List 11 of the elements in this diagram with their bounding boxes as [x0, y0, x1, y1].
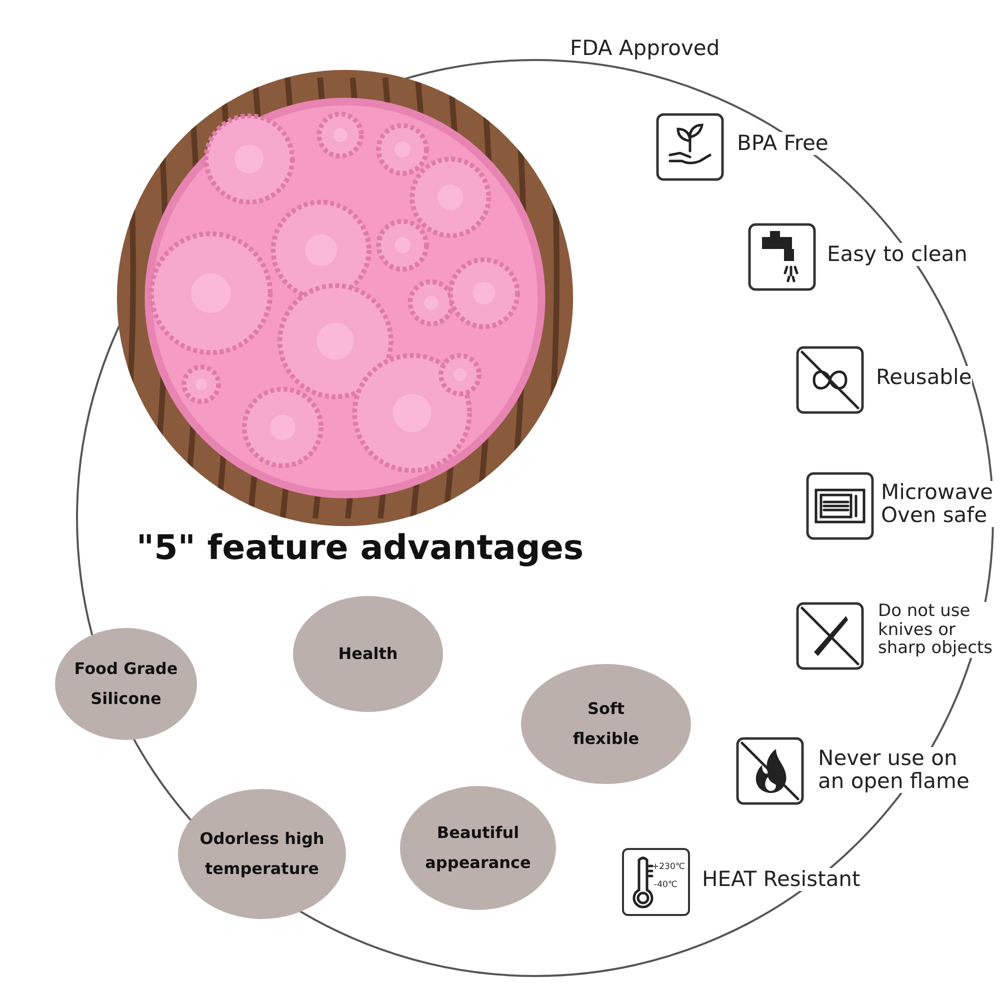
feature-text: BPA Free — [737, 132, 828, 156]
feature-text: Easy to clean — [827, 243, 968, 266]
feature-ellipse: Beautiful appearance — [400, 786, 556, 910]
temperature-label: -40℃ — [654, 880, 678, 890]
temperature-label: +230℃ — [652, 862, 685, 872]
feature-ellipse: Food Grade Silicone — [55, 628, 197, 740]
feature-ellipse: Health — [293, 596, 443, 712]
feature-text: FDA Approved — [570, 37, 720, 60]
feature-text: HEAT Resistant — [702, 868, 860, 892]
feature-ellipse: Soft flexible — [521, 664, 691, 784]
feature-ellipse: Odorless high temperature — [178, 789, 346, 919]
